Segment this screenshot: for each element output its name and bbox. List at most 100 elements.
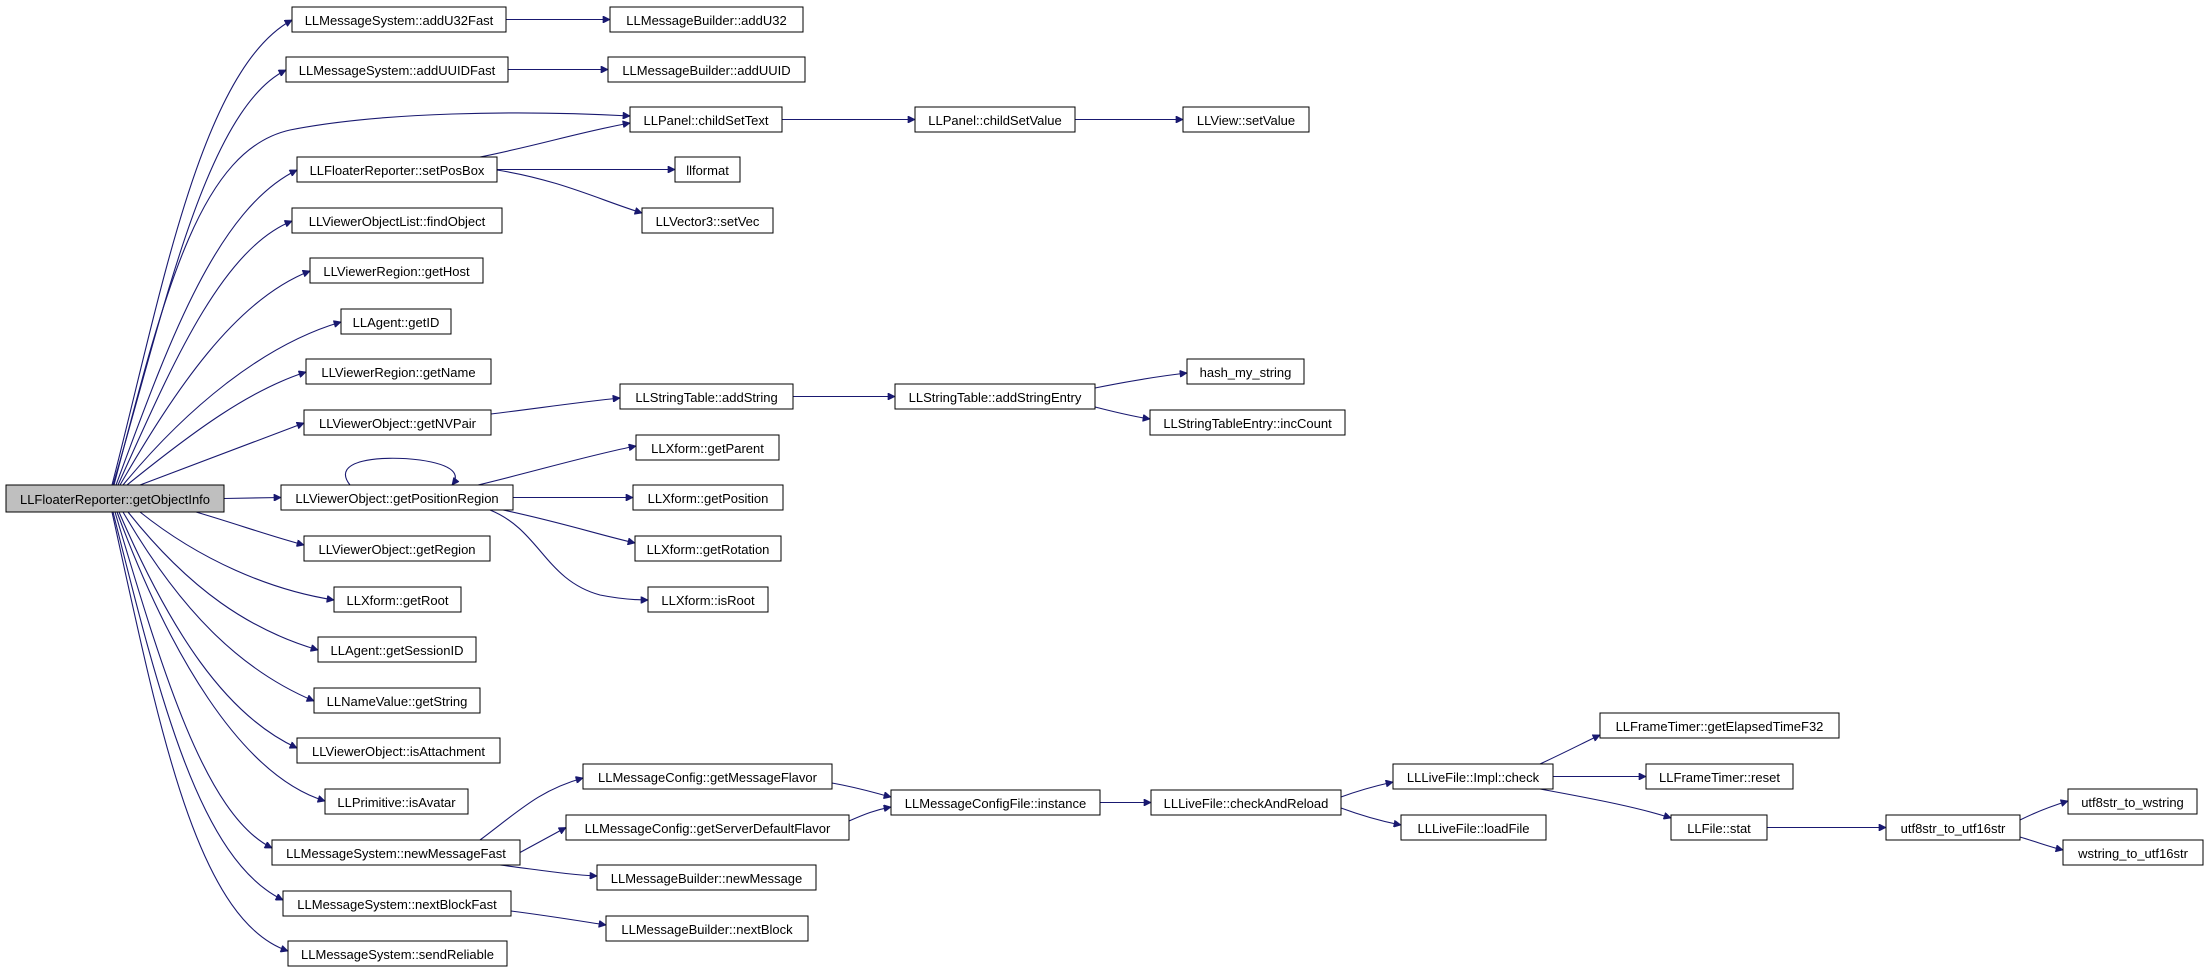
function-node-box[interactable] xyxy=(1186,358,1305,385)
function-node-setVec[interactable]: LLVector3::setVec xyxy=(641,207,774,234)
function-node-getServerDefaultFlavor[interactable]: LLMessageConfig::getServerDefaultFlavor xyxy=(565,814,850,841)
function-node-getRegion[interactable]: LLViewerObject::getRegion xyxy=(303,535,491,562)
function-node-box[interactable] xyxy=(1670,814,1768,841)
function-node-box[interactable] xyxy=(324,788,469,815)
function-node-implCheck[interactable]: LLLiveFile::Impl::check xyxy=(1392,763,1554,790)
function-node-box[interactable] xyxy=(1149,409,1346,436)
function-node-childSetValue[interactable]: LLPanel::childSetValue xyxy=(914,106,1076,133)
function-node-box[interactable] xyxy=(333,586,462,613)
function-node-isRoot[interactable]: LLXform::isRoot xyxy=(647,586,769,613)
function-node-getRotation[interactable]: LLXform::getRotation xyxy=(634,535,782,562)
function-node-box[interactable] xyxy=(890,789,1101,816)
function-node-fileStat[interactable]: LLFile::stat xyxy=(1670,814,1768,841)
function-node-mbAddU32[interactable]: LLMessageBuilder::addU32 xyxy=(609,6,804,33)
function-node-nextBlock[interactable]: LLMessageBuilder::nextBlock xyxy=(605,915,809,942)
function-node-addU32Fast[interactable]: LLMessageSystem::addU32Fast xyxy=(291,6,507,33)
function-node-wstringToUtf16[interactable]: wstring_to_utf16str xyxy=(2062,839,2204,866)
function-node-loadFile[interactable]: LLLiveFile::loadFile xyxy=(1400,814,1547,841)
function-node-box[interactable] xyxy=(305,358,492,385)
function-node-mbAddUUID[interactable]: LLMessageBuilder::addUUID xyxy=(607,56,806,83)
function-node-nextBlockFast[interactable]: LLMessageSystem::nextBlockFast xyxy=(282,890,512,917)
function-node-label: LLViewerRegion::getName xyxy=(321,365,475,380)
function-node-isAvatar[interactable]: LLPrimitive::isAvatar xyxy=(324,788,469,815)
function-node-box[interactable] xyxy=(291,207,503,234)
function-node-getPosition[interactable]: LLXform::getPosition xyxy=(632,484,784,511)
function-node-box[interactable] xyxy=(647,586,769,613)
function-node-box[interactable] xyxy=(280,484,514,511)
function-node-getPositionRegion[interactable]: LLViewerObject::getPositionRegion xyxy=(280,484,514,511)
function-node-root[interactable]: LLFloaterReporter::getObjectInfo xyxy=(5,484,225,513)
function-node-isAttachment[interactable]: LLViewerObject::isAttachment xyxy=(296,737,501,764)
function-node-box[interactable] xyxy=(271,839,521,866)
function-node-addString[interactable]: LLStringTable::addString xyxy=(619,383,794,410)
function-node-llformat[interactable]: llformat xyxy=(674,156,741,183)
function-node-box[interactable] xyxy=(619,383,794,410)
function-node-box[interactable] xyxy=(605,915,809,942)
function-node-newMessageFast[interactable]: LLMessageSystem::newMessageFast xyxy=(271,839,521,866)
function-node-newMessage[interactable]: LLMessageBuilder::newMessage xyxy=(596,864,817,891)
function-node-box[interactable] xyxy=(1392,763,1554,790)
function-node-box[interactable] xyxy=(674,156,741,183)
function-node-utf8ToWstring[interactable]: utf8str_to_wstring xyxy=(2067,788,2198,815)
function-node-addUUIDFast[interactable]: LLMessageSystem::addUUIDFast xyxy=(285,56,509,83)
function-node-getNVPair[interactable]: LLViewerObject::getNVPair xyxy=(303,409,492,436)
function-node-box[interactable] xyxy=(565,814,850,841)
function-node-box[interactable] xyxy=(596,864,817,891)
function-node-box[interactable] xyxy=(894,383,1096,410)
function-node-box[interactable] xyxy=(629,106,783,133)
function-node-box[interactable] xyxy=(641,207,774,234)
function-node-box[interactable] xyxy=(1182,106,1310,133)
function-node-box[interactable] xyxy=(296,156,498,183)
function-node-box[interactable] xyxy=(5,484,225,513)
function-node-box[interactable] xyxy=(282,890,512,917)
function-node-utf8ToUtf16[interactable]: utf8str_to_utf16str xyxy=(1885,814,2021,841)
function-node-addStringEntry[interactable]: LLStringTable::addStringEntry xyxy=(894,383,1096,410)
function-node-box[interactable] xyxy=(303,535,491,562)
function-node-sendReliable[interactable]: LLMessageSystem::sendReliable xyxy=(287,940,508,967)
function-node-getElapsedTimeF32[interactable]: LLFrameTimer::getElapsedTimeF32 xyxy=(1599,712,1840,739)
function-node-box[interactable] xyxy=(291,6,507,33)
function-node-timerReset[interactable]: LLFrameTimer::reset xyxy=(1645,763,1794,790)
function-node-incCount[interactable]: LLStringTableEntry::incCount xyxy=(1149,409,1346,436)
function-node-checkAndReload[interactable]: LLLiveFile::checkAndReload xyxy=(1150,789,1342,816)
function-node-box[interactable] xyxy=(635,434,780,461)
function-node-setPosBox[interactable]: LLFloaterReporter::setPosBox xyxy=(296,156,498,183)
function-node-getParent[interactable]: LLXform::getParent xyxy=(635,434,780,461)
call-edge-utf8ToUtf16-to-wstringToUtf16 xyxy=(2019,836,2063,850)
function-node-box[interactable] xyxy=(582,763,833,790)
function-node-box[interactable] xyxy=(1599,712,1840,739)
function-node-box[interactable] xyxy=(340,308,452,335)
function-node-getID[interactable]: LLAgent::getID xyxy=(340,308,452,335)
function-node-setValue[interactable]: LLView::setValue xyxy=(1182,106,1310,133)
function-node-findObject[interactable]: LLViewerObjectList::findObject xyxy=(291,207,503,234)
function-node-getMessageFlavor[interactable]: LLMessageConfig::getMessageFlavor xyxy=(582,763,833,790)
function-node-box[interactable] xyxy=(914,106,1076,133)
function-node-getHost[interactable]: LLViewerRegion::getHost xyxy=(309,257,484,284)
function-node-box[interactable] xyxy=(1645,763,1794,790)
function-node-box[interactable] xyxy=(1400,814,1547,841)
function-node-box[interactable] xyxy=(634,535,782,562)
function-node-box[interactable] xyxy=(609,6,804,33)
function-node-box[interactable] xyxy=(2067,788,2198,815)
function-node-label: LLXform::getPosition xyxy=(648,491,769,506)
function-node-box[interactable] xyxy=(632,484,784,511)
function-node-box[interactable] xyxy=(2062,839,2204,866)
function-node-box[interactable] xyxy=(1885,814,2021,841)
function-node-box[interactable] xyxy=(287,940,508,967)
function-node-hashMyString[interactable]: hash_my_string xyxy=(1186,358,1305,385)
function-node-box[interactable] xyxy=(1150,789,1342,816)
function-node-label: utf8str_to_wstring xyxy=(2081,795,2184,810)
function-node-childSetText[interactable]: LLPanel::childSetText xyxy=(629,106,783,133)
function-node-box[interactable] xyxy=(313,687,481,714)
function-node-box[interactable] xyxy=(607,56,806,83)
function-node-getName[interactable]: LLViewerRegion::getName xyxy=(305,358,492,385)
function-node-box[interactable] xyxy=(317,636,477,663)
function-node-box[interactable] xyxy=(309,257,484,284)
function-node-getSessionID[interactable]: LLAgent::getSessionID xyxy=(317,636,477,663)
function-node-getRoot[interactable]: LLXform::getRoot xyxy=(333,586,462,613)
function-node-box[interactable] xyxy=(285,56,509,83)
function-node-getString[interactable]: LLNameValue::getString xyxy=(313,687,481,714)
function-node-box[interactable] xyxy=(303,409,492,436)
function-node-instance[interactable]: LLMessageConfigFile::instance xyxy=(890,789,1101,816)
function-node-box[interactable] xyxy=(296,737,501,764)
